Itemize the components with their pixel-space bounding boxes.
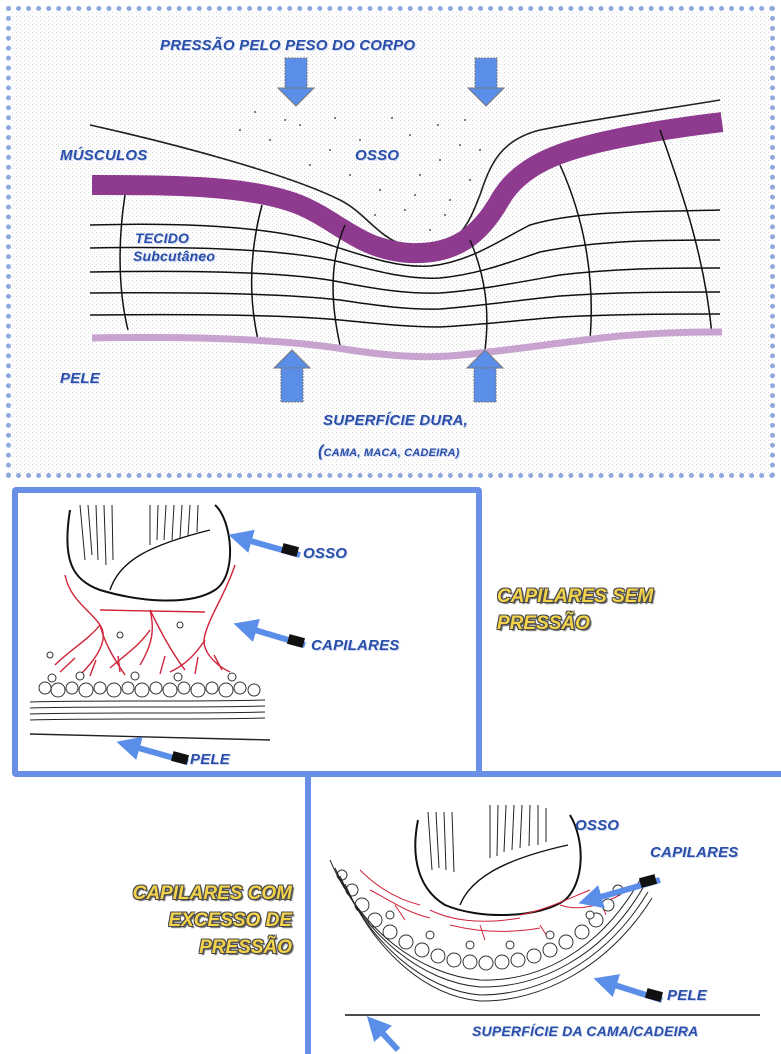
caption-without-pressure: CAPILARES SEM PRESSÃO bbox=[497, 583, 653, 637]
surface-label: SUPERFÍCIE DURA, bbox=[323, 412, 468, 429]
pressure-label: PRESSÃO PELO PESO DO CORPO bbox=[160, 37, 415, 54]
bone-label-bot: OSSO bbox=[575, 817, 619, 834]
bone-label-top: OSSO bbox=[355, 147, 399, 164]
skin-label-top: PELE bbox=[60, 370, 100, 387]
capillaries-excess-pressure-panel bbox=[305, 771, 781, 1054]
muscles-label: MÚSCULOS bbox=[60, 147, 147, 164]
caption-excess-pressure-line3: PRESSÃO bbox=[108, 934, 292, 961]
caption-excess-pressure-line2: EXCESSO DE bbox=[108, 907, 292, 934]
caption-without-pressure-line1: CAPILARES SEM bbox=[497, 583, 653, 610]
capillaries-label-mid: CAPILARES bbox=[311, 637, 399, 654]
tissue-label-line1: TECIDO bbox=[135, 230, 189, 246]
capillaries-without-pressure-panel bbox=[12, 487, 482, 777]
caption-excess-pressure: CAPILARES COM EXCESSO DE PRESSÃO bbox=[108, 880, 292, 961]
surface-sub-label: (CAMA, MACA, CADEIRA) bbox=[318, 443, 460, 461]
bone-label-mid: OSSO bbox=[303, 545, 347, 562]
tissue-label-line2: Subcutâneo bbox=[133, 248, 215, 264]
skin-label-bot: PELE bbox=[667, 987, 707, 1004]
caption-excess-pressure-line1: CAPILARES COM bbox=[108, 880, 292, 907]
surface-sub-text: CAMA, MACA, CADEIRA) bbox=[324, 447, 460, 459]
capillaries-label-bot: CAPILARES bbox=[650, 844, 738, 861]
bed-surface-label: SUPERFÍCIE DA CAMA/CADEIRA bbox=[472, 1023, 698, 1039]
caption-without-pressure-line2: PRESSÃO bbox=[497, 610, 653, 637]
skin-label-mid: PELE bbox=[190, 751, 230, 768]
